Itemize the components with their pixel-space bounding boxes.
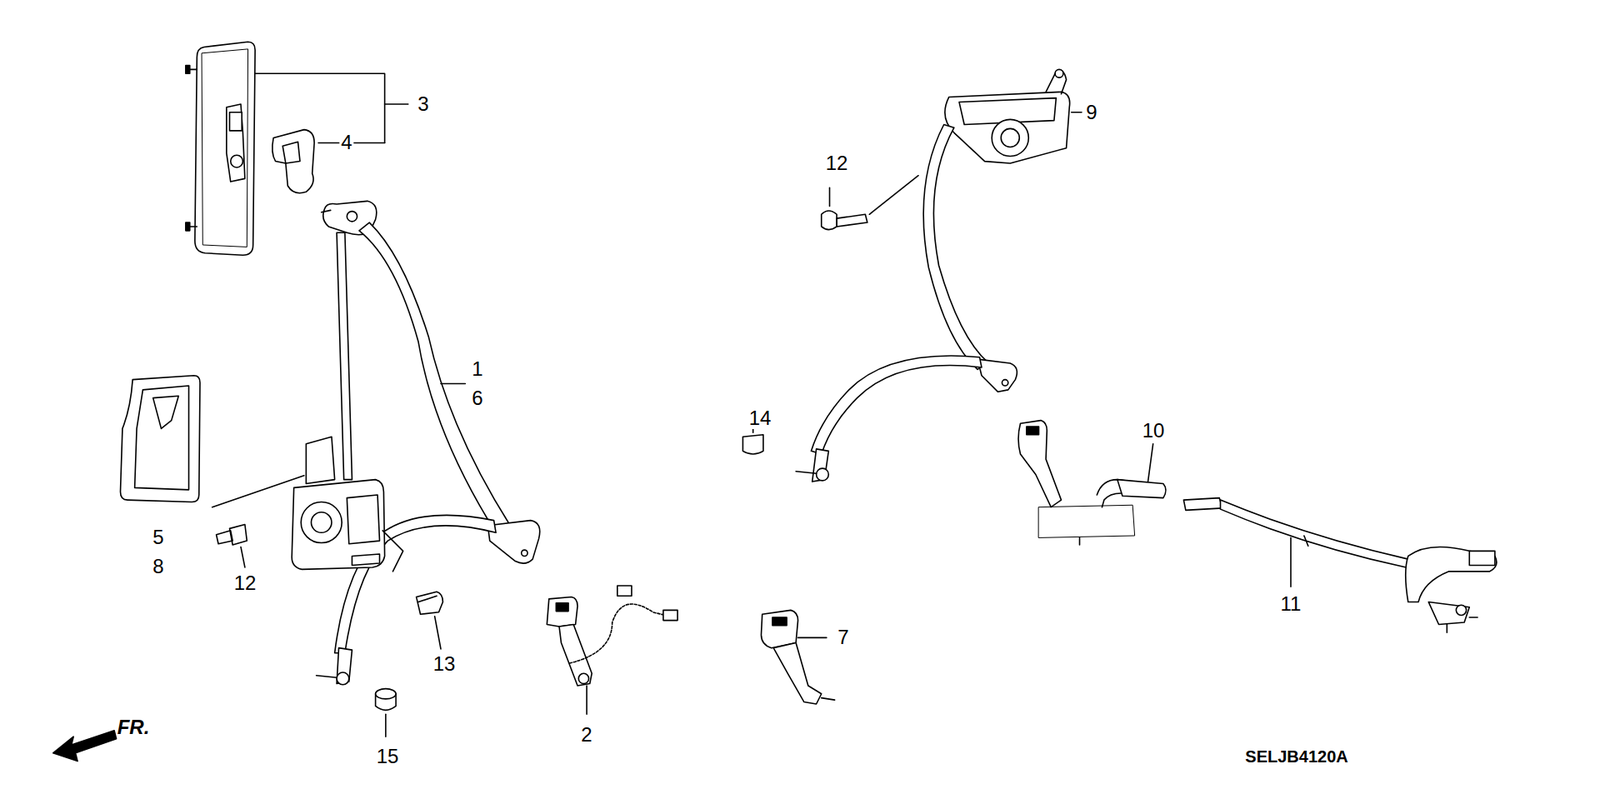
pillar-cover (185, 41, 255, 255)
guide-cover (120, 375, 200, 503)
leader-line (1071, 111, 1082, 114)
front-seat-belt (291, 200, 540, 685)
bolt (216, 525, 248, 545)
anchor-cap (272, 130, 315, 194)
direction-label: FR. (115, 716, 152, 739)
leader-line (385, 103, 409, 105)
callout-number: 5 (150, 526, 165, 549)
callout-number: 12 (232, 572, 259, 595)
callout-number: 7 (835, 626, 850, 649)
leader-line (435, 616, 441, 650)
callout-number: 9 (1084, 101, 1099, 124)
callout-number: 10 (1140, 420, 1167, 442)
callout-number: 12 (824, 152, 850, 175)
leader-line (240, 546, 245, 567)
leader-line (1290, 537, 1292, 587)
callout-number: 3 (415, 93, 430, 115)
callout-number: 11 (1279, 593, 1304, 615)
callout-number: 15 (375, 745, 401, 768)
leader-line (255, 73, 385, 143)
leader-line (798, 637, 827, 640)
leader-line (829, 187, 831, 206)
buckle (546, 585, 678, 686)
cap (742, 435, 763, 455)
leader-line (585, 685, 588, 715)
buckle (760, 610, 835, 705)
bolt (416, 591, 444, 615)
callout-number: 2 (579, 724, 594, 746)
callout-number: 1 (470, 358, 485, 380)
center-belt (1183, 498, 1497, 634)
callout-number: 8 (150, 555, 165, 578)
center-buckle-set (1018, 420, 1166, 545)
rear-seat-belt (795, 69, 1070, 482)
callout-number: 13 (431, 653, 458, 675)
leader-line (869, 175, 919, 215)
callout-number: 6 (470, 387, 485, 410)
leader-line (212, 475, 305, 508)
leader-line (385, 714, 387, 737)
front-arrow (53, 730, 117, 762)
callout-number: 4 (339, 131, 354, 154)
diagram-code: SELJB4120A (1243, 747, 1350, 766)
callout-number: 14 (747, 407, 774, 430)
leader-line (1148, 444, 1154, 482)
leader-line (440, 383, 465, 385)
cap (375, 689, 396, 711)
bolt (821, 210, 868, 230)
